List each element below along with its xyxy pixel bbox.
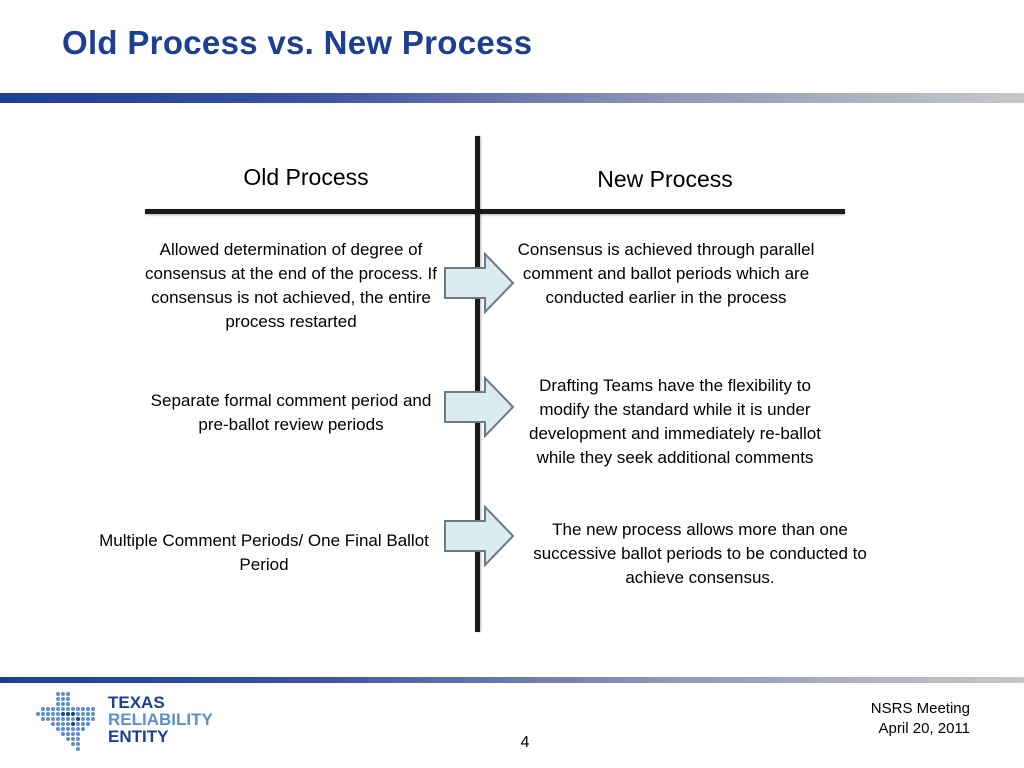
horizontal-divider [145,209,845,214]
new-process-item-1: Consensus is achieved through parallel c… [517,240,815,307]
arrow-right-icon [444,505,515,567]
new-process-item-3: The new process allows more than one suc… [533,520,867,587]
logo-text-reliability: RELIABILITY [108,710,213,729]
meeting-date: April 20, 2011 [878,720,970,737]
title-divider [0,93,1024,103]
old-process-item-3: Multiple Comment Periods/ One Final Ball… [99,531,429,574]
meeting-name: NSRS Meeting [870,700,970,717]
footer-divider [0,677,1024,683]
texas-reliability-entity-logo: TEXAS RELIABILITY ENTITY [30,688,230,760]
old-process-item-1: Allowed determination of degree of conse… [144,240,437,331]
old-process-item-2: Separate formal comment period and pre-b… [150,391,432,434]
old-process-header: Old Process [243,164,369,190]
texas-map-dots-icon [36,692,95,751]
new-process-item-2: Drafting Teams have the flexibility to m… [529,376,821,467]
logo-text-entity: ENTITY [108,727,169,746]
new-process-header: New Process [597,166,733,192]
slide-title: Old Process vs. New Process [62,24,533,61]
arrow-right-icon [444,252,515,314]
page-number: 4 [520,734,530,751]
vertical-divider [475,136,480,632]
logo-text-texas: TEXAS [108,693,165,712]
arrow-right-icon [444,376,515,438]
footer-info: NSRS Meeting April 20, 2011 [770,699,970,739]
